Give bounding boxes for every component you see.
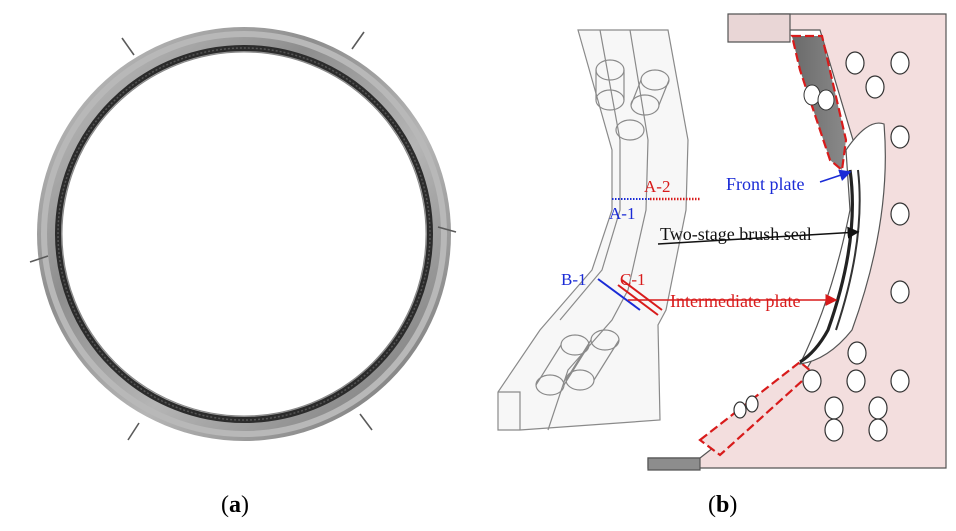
ghost-pin-lines xyxy=(535,339,620,386)
label-brush-seal: Two-stage brush seal xyxy=(660,224,812,244)
panel-b-transparent-model xyxy=(497,29,689,431)
ghost-block-midline xyxy=(547,29,649,431)
label-a2: A-2 xyxy=(644,177,670,196)
ghost-hole xyxy=(615,119,645,141)
ring-bore xyxy=(62,52,426,416)
label-c1: C-1 xyxy=(620,270,646,289)
ring-bore-edge xyxy=(61,51,427,417)
caption-b-close: ) xyxy=(729,492,738,518)
bristles-stage-1 xyxy=(799,169,854,364)
caption-b-open: ( xyxy=(708,492,716,518)
segment-joints xyxy=(29,31,457,441)
ghost-bottom-face xyxy=(498,391,521,430)
panel-b-housing xyxy=(647,13,947,471)
ghost-pin-lines xyxy=(595,70,670,106)
caption-b: (b) xyxy=(708,492,737,519)
caption-a-letter: a xyxy=(229,492,241,518)
bristle-texture xyxy=(57,47,431,421)
label-front-plate: Front plate xyxy=(726,174,805,194)
bolt-hole xyxy=(817,89,835,111)
cut-c1-a xyxy=(621,279,663,311)
arrow-brush-seal xyxy=(657,226,860,245)
bolt-hole xyxy=(803,84,821,106)
cut-b1 xyxy=(597,278,641,311)
ghost-block-inner-line xyxy=(559,29,621,321)
caption-a-open: ( xyxy=(221,492,229,518)
panel-a-ring xyxy=(29,27,457,441)
plate-holes xyxy=(733,51,910,442)
caption-b-letter: b xyxy=(716,492,730,518)
top-flange xyxy=(727,13,791,43)
ring-face-highlight xyxy=(41,31,447,437)
label-intermediate-plate: Intermediate plate xyxy=(670,291,800,311)
caption-a: (a) xyxy=(221,492,249,519)
label-a1: A-1 xyxy=(609,204,635,223)
bottom-flange xyxy=(647,457,701,471)
arrow-front-plate xyxy=(819,169,852,183)
caption-a-close: ) xyxy=(241,492,249,518)
bristles-stage-2 xyxy=(835,169,861,331)
label-b1: B-1 xyxy=(561,270,587,289)
